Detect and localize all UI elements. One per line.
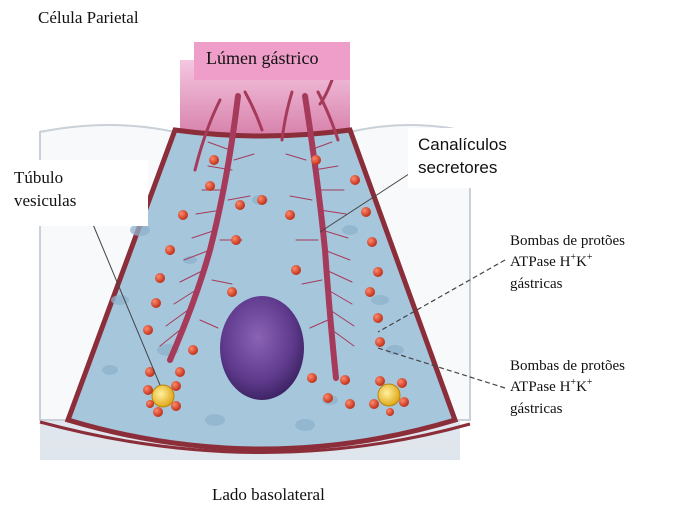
bombas-1-label-line2: ATPase H+K+ [510,254,593,271]
bombas-2-label-line3: gástricas [510,401,562,418]
canaliculos-label-line2: secretores [418,158,497,178]
tubulo-label-line2: vesiculas [14,191,76,211]
tubulo-label-line1: Túbulo [14,168,63,188]
bombas-1-label-line3: gástricas [510,276,562,293]
diagram-title: Célula Parietal [38,8,139,28]
canaliculos-label-line1: Canalículos [418,135,507,155]
bombas-2-label-line1: Bombas de protões [510,358,625,375]
lumen-label: Lúmen gástrico [206,48,318,69]
nucleus [220,296,304,400]
bombas-2-label-line2: ATPase H+K+ [510,379,593,396]
bombas-1-label-line1: Bombas de protões [510,233,625,250]
basolateral-label: Lado basolateral [212,485,325,505]
